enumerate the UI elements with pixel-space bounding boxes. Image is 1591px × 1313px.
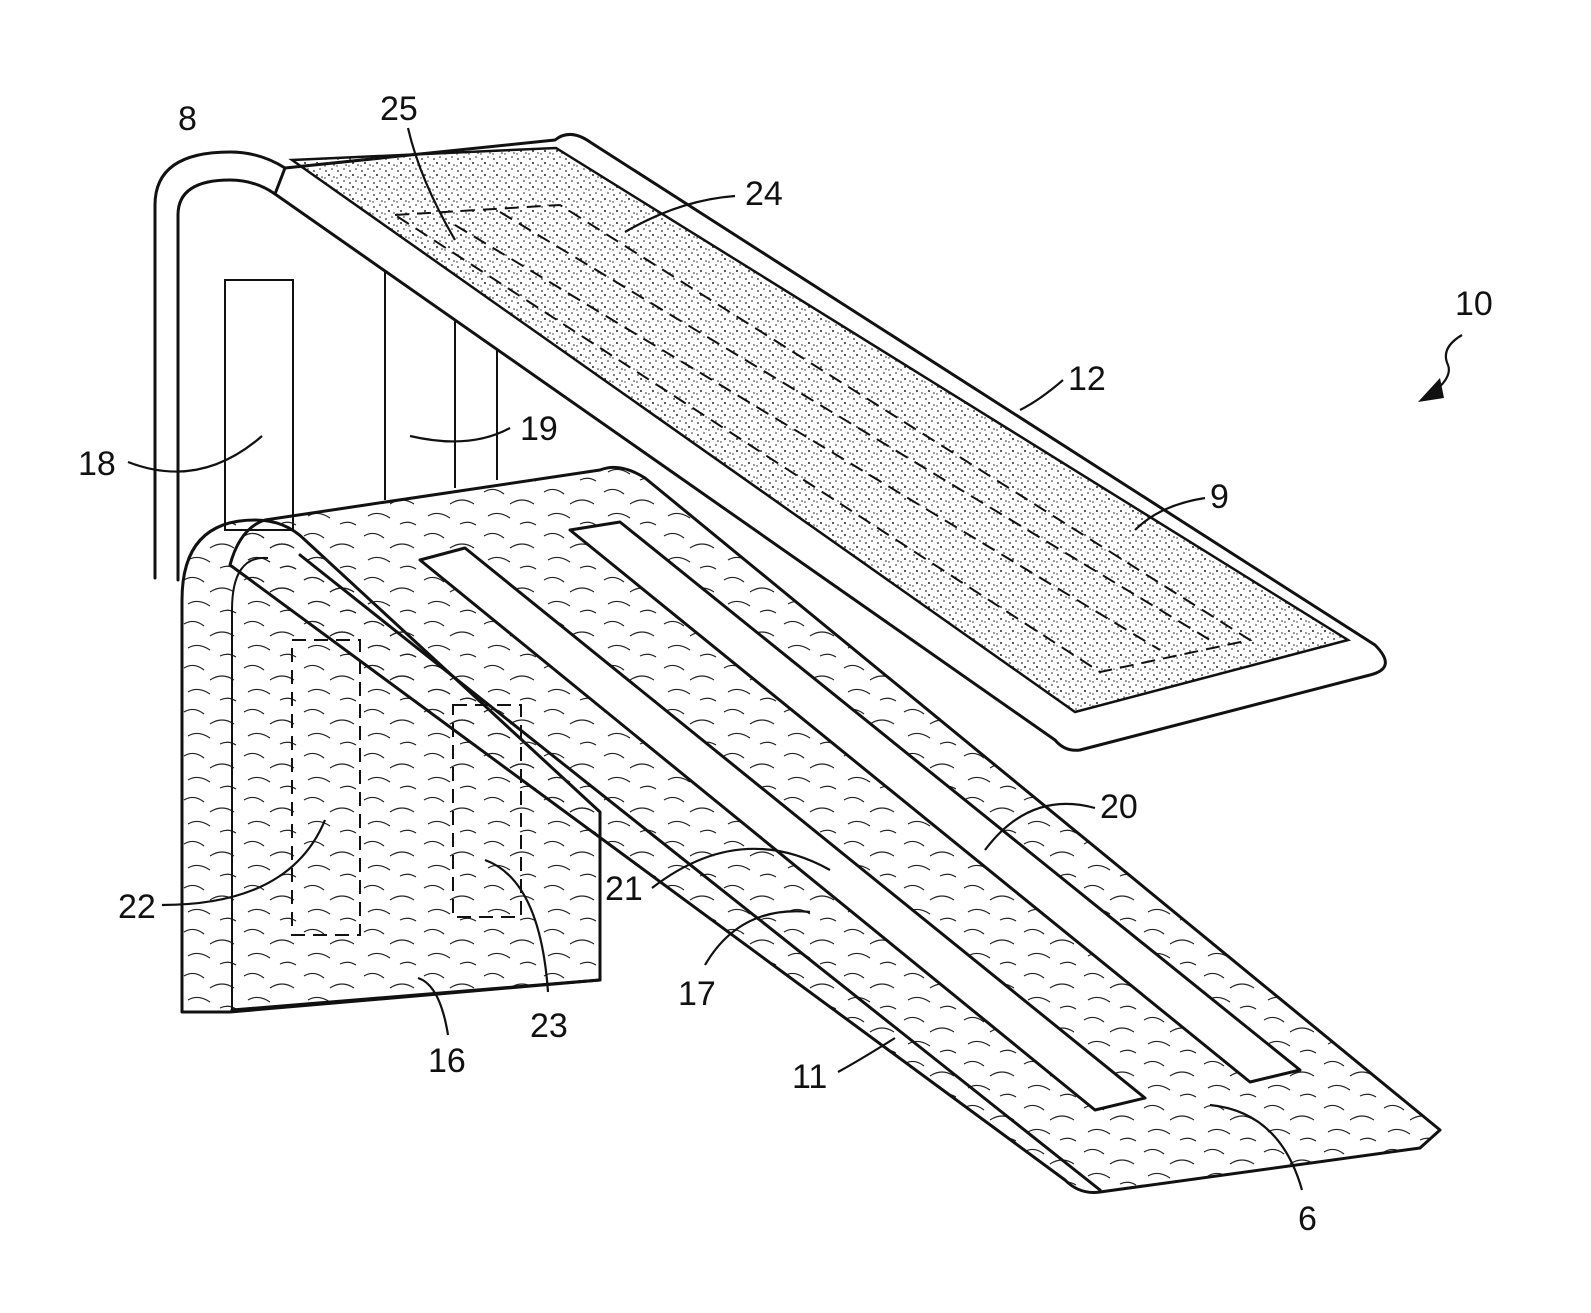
label-21: 21 <box>605 870 643 908</box>
label-18: 18 <box>78 445 116 483</box>
label-8: 8 <box>178 100 197 138</box>
label-10: 10 <box>1455 285 1493 323</box>
label-23: 23 <box>530 1007 568 1045</box>
arrowhead-10 <box>1418 378 1444 402</box>
leader-19 <box>410 428 510 441</box>
leader-11 <box>838 1038 895 1072</box>
cover-back-leg <box>155 152 285 578</box>
label-11: 11 <box>792 1058 827 1096</box>
leader-12 <box>1020 380 1063 410</box>
label-22: 22 <box>118 888 156 926</box>
label-19: 19 <box>520 410 558 448</box>
slot-18 <box>225 280 293 530</box>
label-17: 17 <box>678 975 716 1013</box>
label-20: 20 <box>1100 788 1138 826</box>
label-6: 6 <box>1298 1200 1317 1238</box>
label-9: 9 <box>1210 478 1229 516</box>
label-12: 12 <box>1068 360 1106 398</box>
leader-18 <box>128 436 262 472</box>
label-25: 25 <box>380 90 418 128</box>
label-16: 16 <box>428 1042 466 1080</box>
label-24: 24 <box>745 175 783 213</box>
